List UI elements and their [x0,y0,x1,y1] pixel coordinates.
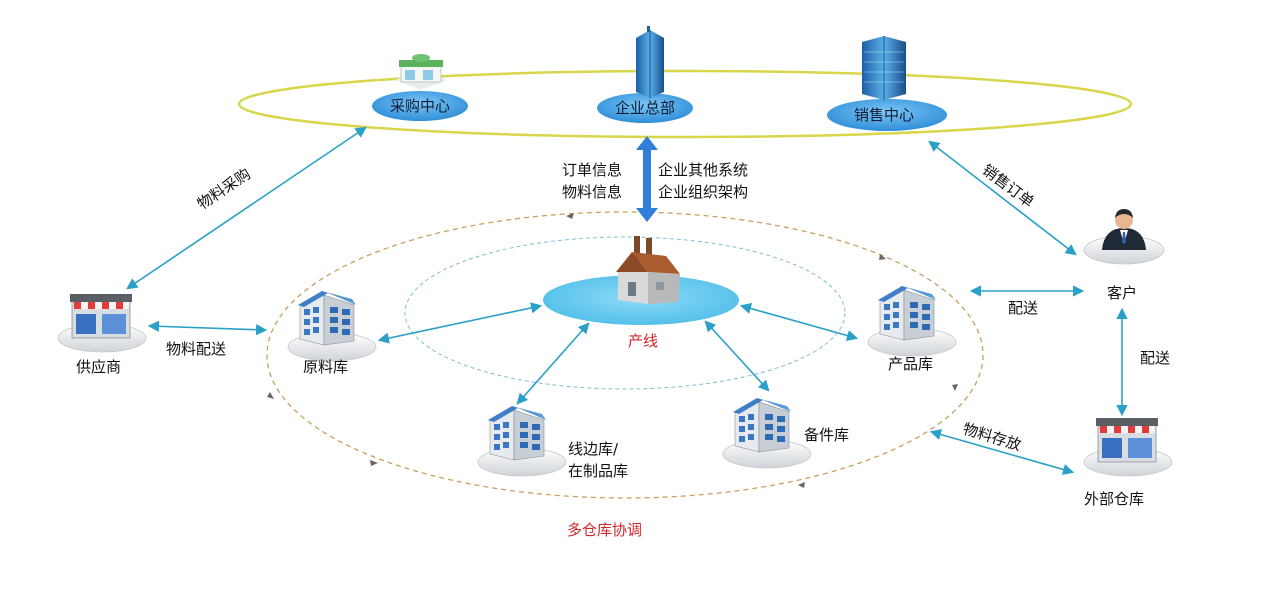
arrow-sales-customer [928,140,1077,256]
customer-label: 客户 [1107,284,1138,302]
hq-pill [597,93,693,123]
wip-warehouse-label-2: 在制品库 [568,462,629,480]
arrow-supplier-raw [147,320,268,336]
outer-warehouse-ring [266,211,984,499]
arrow-raw-production [377,302,543,344]
link-label-supplier-delivery: 物料配送 [166,340,227,358]
arrow-procurement-supplier [126,126,367,290]
product-warehouse-icon [867,286,957,357]
top-ring [237,69,1133,139]
raw-warehouse-label: 原料库 [303,358,349,376]
ring-marker-3 [267,392,274,399]
office-tower-icon [636,26,664,98]
product-warehouse-label: 产品库 [888,355,934,373]
production-label: 产线 [628,332,659,350]
ring-marker-1 [566,213,574,219]
wip-warehouse-label-1: 线边库/ [568,440,619,458]
link-label-product-delivery: 配送 [1008,299,1039,317]
hq-label: 企业总部 [615,99,676,117]
arrow-ring-external [929,429,1075,475]
wip-warehouse-icon [477,406,567,477]
office-building-icon [862,36,906,100]
center-double-arrow [636,136,658,222]
center-left-line-1: 订单信息 [562,161,623,179]
spare-warehouse-icon [722,398,812,469]
shop-icon [395,54,447,90]
center-right-line-2: 企业组织架构 [658,183,749,201]
arrow-product-production [739,303,859,341]
arrow-wip-production [516,322,590,405]
ring-marker-4 [370,460,378,466]
ring-marker-5 [798,482,805,488]
ring-caption: 多仓库协调 [567,521,643,539]
center-right-line-1: 企业其他系统 [658,161,749,179]
link-label-customer-delivery: 配送 [1140,349,1171,367]
factory-icon [616,236,680,304]
procurement-label: 采购中心 [390,97,451,115]
external-warehouse-icon [1083,418,1173,477]
spare-warehouse-label: 备件库 [804,426,850,444]
center-left-line-2: 物料信息 [562,183,623,201]
sales-pill [827,99,947,131]
ring-marker-2 [879,254,886,260]
ring-marker-6 [952,384,958,391]
sales-label: 销售中心 [854,106,915,124]
arrow-spare-production [704,320,770,392]
customer-person-icon [1083,209,1165,265]
supplier-label: 供应商 [76,358,122,376]
supplier-shop-icon [57,294,147,353]
procurement-pill [372,91,468,121]
raw-warehouse-icon [287,291,377,362]
external-warehouse-label: 外部仓库 [1084,490,1145,508]
